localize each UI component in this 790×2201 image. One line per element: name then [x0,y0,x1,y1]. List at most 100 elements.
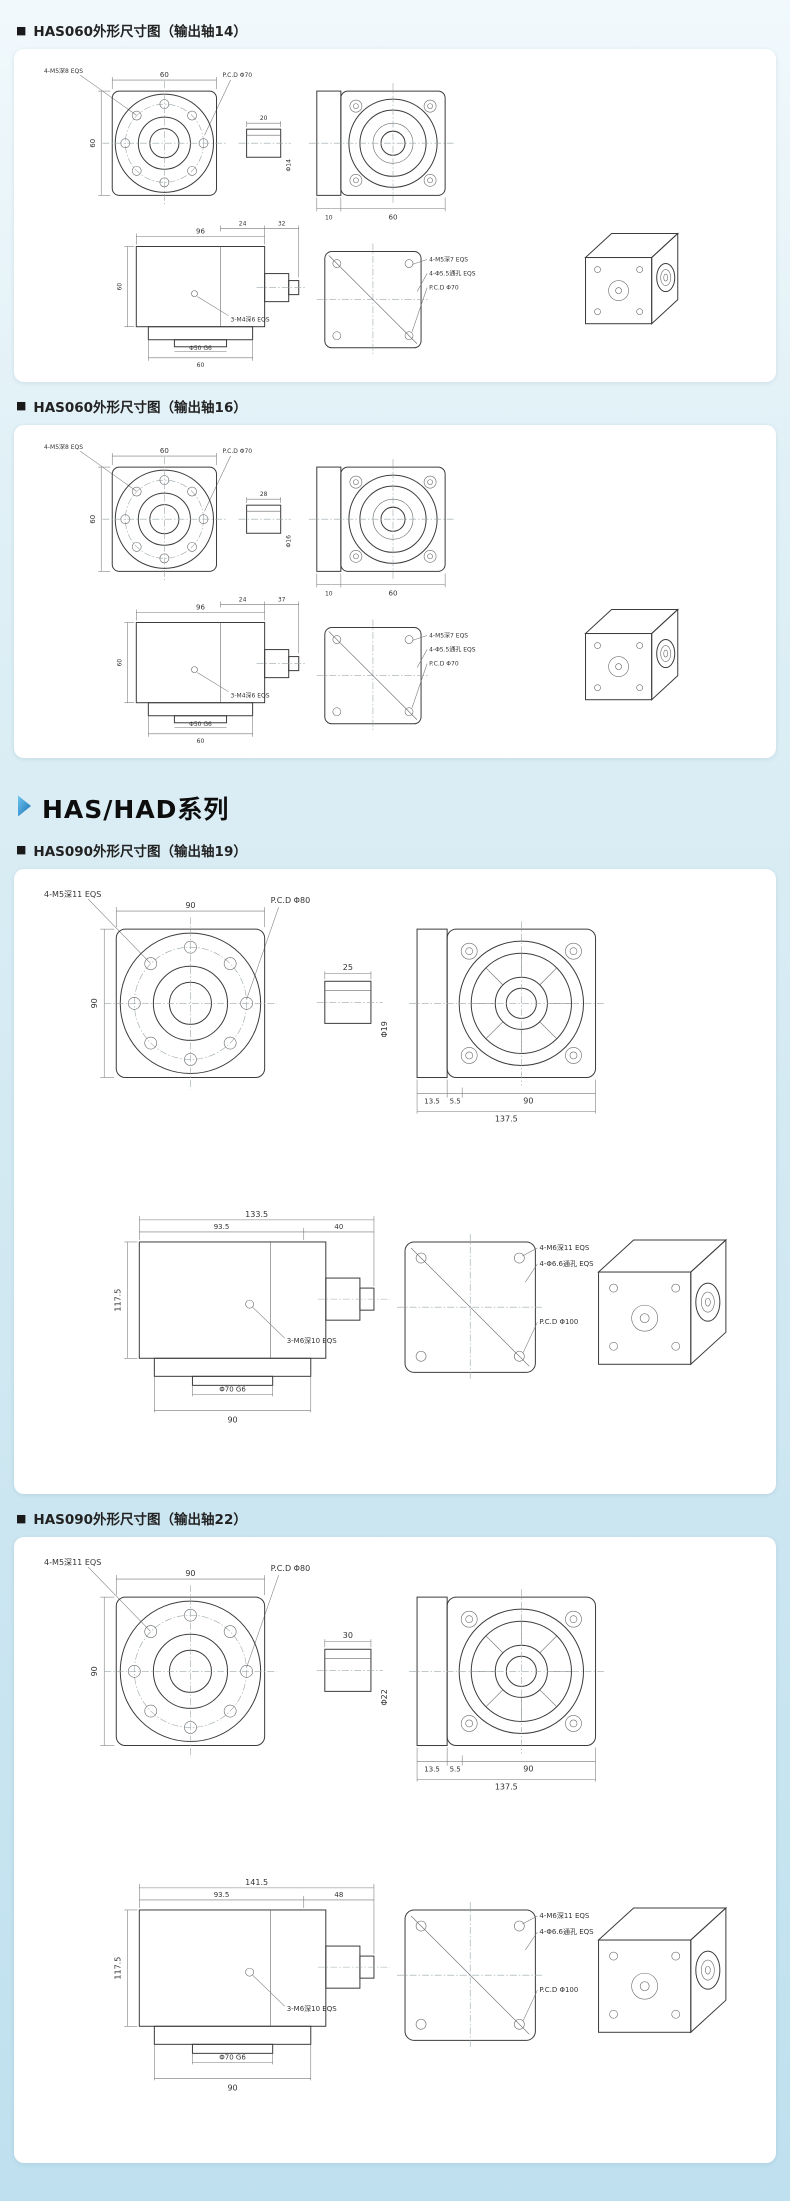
series-title-text: HAS/HAD系列 [42,794,230,824]
square-bullet-icon: ■ [16,843,27,857]
section-title-has060-14: ■ HAS060外形尺寸图（输出轴14） [16,20,774,40]
dim-label: 90 [185,901,195,910]
output-shaft-stub-view: 25 Φ19 [316,963,389,1038]
dim-label: 13.5 [424,1096,440,1105]
dim-label: 5.5 [450,1096,461,1105]
drawing-slot: 4-M5深8 EQS 60 P.C.D Φ70 60 20 Φ14 [24,61,766,370]
dim-label: Φ50 G6 [189,721,212,728]
dim-label: 24 [239,596,247,603]
dim-label: 90 [90,1666,99,1676]
front-flange-view: 4-M5深8 EQS 60 P.C.D Φ70 60 [44,67,253,206]
dim-label: 10 [325,590,333,597]
thread-note: 4-M5深7 EQS [429,631,468,639]
side-elevation-view: 133.5 93.5 40 3-M6深10 EQS 117.5 Φ70 G6 9… [113,1210,390,1424]
dim-label: 90 [185,1569,195,1578]
thread-note: 4-M5深11 EQS [44,1558,101,1567]
front-flange-view: 4-M5深11 EQS 90 P.C.D Φ80 90 [44,890,310,1090]
dim-label: 90 [227,2084,237,2093]
dim-label: 90 [523,1765,533,1774]
thread-note: 4-Φ5.5通孔 EQS [429,270,476,278]
dim-label: 90 [90,998,99,1008]
pcd-note: P.C.D Φ70 [223,72,253,79]
dim-label: 5.5 [450,1765,461,1774]
dim-label: 96 [196,226,205,235]
thread-note: 4-M5深7 EQS [429,256,468,264]
section-title-has090-22: ■ HAS090外形尺寸图（输出轴22） [16,1508,774,1528]
input-flange-side-view: 10 60 [308,83,456,221]
pcd-note: P.C.D Φ70 [429,285,459,292]
pcd-note: P.C.D Φ80 [271,896,311,905]
dim-label: 90 [523,1096,533,1105]
technical-drawing: 4-M5深8 EQS 60 P.C.D Φ70 60 28 Φ16 [44,443,680,745]
bottom-mount-view: 4-M5深7 EQS 4-Φ5.5通孔 EQS P.C.D Φ70 [316,619,476,732]
drawing-card-has090-22: 4-M5深11 EQS 90 P.C.D Φ80 90 30 Φ22 [14,1537,776,2163]
thread-note: 3-M4深6 EQS [231,692,270,700]
dim-label: Φ70 G6 [219,2053,246,2062]
dim-label: 60 [389,588,398,597]
dim-label: 20 [260,115,268,122]
side-elevation-view: 141.5 93.5 48 3-M6深10 EQS 117.5 Φ70 G6 9… [113,1878,390,2093]
dim-label: 60 [88,139,97,148]
square-bullet-icon: ■ [16,1511,27,1525]
section-title-text: HAS060外形尺寸图（输出轴16） [33,399,247,416]
input-flange-side-view: 10 60 [308,458,456,597]
dim-label: 93.5 [214,1890,230,1899]
drawing-slot: 4-M5深11 EQS 90 P.C.D Φ80 90 30 Φ22 [24,1549,766,2151]
dim-label: Φ19 [380,1021,389,1038]
isometric-view [584,608,680,701]
technical-drawing: 4-M5深11 EQS 90 P.C.D Φ80 90 30 Φ22 [44,1558,728,2093]
drawing-card-has060-14: 4-M5深8 EQS 60 P.C.D Φ70 60 20 Φ14 [14,49,776,382]
dim-label: 60 [160,446,169,455]
bottom-mount-view: 4-M5深7 EQS 4-Φ5.5通孔 EQS P.C.D Φ70 [316,243,476,356]
section-title-text: HAS090外形尺寸图（输出轴19） [33,843,247,860]
thread-note: 4-M6深11 EQS [539,1243,590,1252]
dim-label: 40 [334,1222,343,1231]
dim-label: 60 [197,362,205,369]
dim-label: 90 [227,1415,237,1424]
play-arrow-icon [16,794,33,822]
thread-note: 4-Φ6.6通孔 EQS [539,1259,594,1268]
dim-label: 30 [343,1632,353,1641]
input-flange-side-view: 13.5 5.5 90 137.5 [409,1589,606,1792]
square-bullet-icon: ■ [16,23,27,37]
front-flange-view: 4-M5深11 EQS 90 P.C.D Φ80 90 [44,1558,310,1758]
dim-label: Φ22 [380,1689,389,1706]
front-flange-view: 4-M5深8 EQS 60 P.C.D Φ70 60 [44,443,252,582]
dim-label: 37 [278,596,286,603]
isometric-view [597,1907,728,2034]
side-elevation-view: 96 24 37 3-M4深6 EQS 60 Φ50 G6 60 [116,596,307,745]
thread-note: 3-M6深10 EQS [287,1336,338,1345]
dim-label: 60 [197,738,205,745]
dim-label: 141.5 [245,1878,268,1887]
dim-label: 13.5 [424,1765,440,1774]
drawing-card-has090-19: 4-M5深11 EQS 90 P.C.D Φ80 90 25 Φ19 [14,868,776,1495]
section-title-text: HAS090外形尺寸图（输出轴22） [33,1512,247,1529]
output-shaft-stub-view: 20 Φ14 [238,115,293,172]
dim-label: 117.5 [113,1288,122,1311]
thread-note: 3-M4深6 EQS [231,316,270,324]
drawing-card-has060-16: 4-M5深8 EQS 60 P.C.D Φ70 60 28 Φ16 [14,424,776,758]
dim-label: 60 [389,212,398,221]
square-bullet-icon: ■ [16,399,27,413]
pcd-note: P.C.D Φ80 [271,1564,311,1573]
technical-drawing: 4-M5深11 EQS 90 P.C.D Φ80 90 25 Φ19 [44,890,728,1424]
thread-note: 3-M6深10 EQS [287,2005,338,2014]
section-title-text: HAS060外形尺寸图（输出轴14） [33,24,247,40]
dim-label: 133.5 [245,1210,268,1219]
thread-note: 4-Φ5.5通孔 EQS [429,645,476,653]
pcd-note: P.C.D Φ100 [539,1317,578,1326]
isometric-view [584,232,680,325]
output-shaft-stub-view: 28 Φ16 [238,491,293,547]
dim-label: Φ14 [286,159,293,172]
series-header: HAS/HAD系列 [16,790,774,826]
thread-note: 4-Φ6.6通孔 EQS [539,1927,594,1936]
pcd-note: P.C.D Φ70 [429,660,459,667]
dim-label: 137.5 [495,1114,518,1123]
bottom-mount-view: 4-M6深11 EQS 4-Φ6.6通孔 EQS P.C.D Φ100 [397,1902,594,2049]
dim-label: 48 [334,1890,343,1899]
dim-label: Φ50 G6 [189,345,212,352]
dim-label: 93.5 [214,1222,230,1231]
dim-label: 117.5 [113,1957,122,1980]
isometric-view [597,1238,728,1366]
